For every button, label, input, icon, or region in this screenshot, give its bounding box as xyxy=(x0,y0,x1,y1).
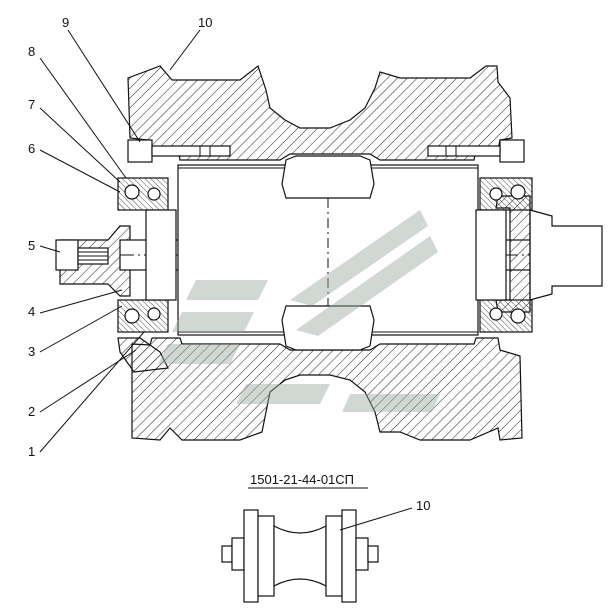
callout-7: 7 xyxy=(28,97,35,112)
watermark-logo xyxy=(158,210,440,412)
callout-labels: 9 10 8 7 6 5 4 3 2 1 xyxy=(28,15,212,459)
callout-3: 3 xyxy=(28,344,35,359)
small-view-leader xyxy=(339,507,413,531)
callout-4: 4 xyxy=(28,304,35,319)
callout-9: 9 xyxy=(62,15,69,30)
callout-2: 2 xyxy=(28,404,35,419)
leader-lines xyxy=(39,29,201,453)
callout-8: 8 xyxy=(28,44,35,59)
small-roller-view xyxy=(221,509,379,603)
callout-1: 1 xyxy=(28,444,35,459)
part-code-caption: 1501-21-44-01СП xyxy=(250,472,354,487)
callout-5: 5 xyxy=(28,238,35,253)
small-view-callout-10: 10 xyxy=(416,498,430,513)
roller-body-section xyxy=(55,65,603,441)
callout-6: 6 xyxy=(28,141,35,156)
callout-10: 10 xyxy=(198,15,212,30)
